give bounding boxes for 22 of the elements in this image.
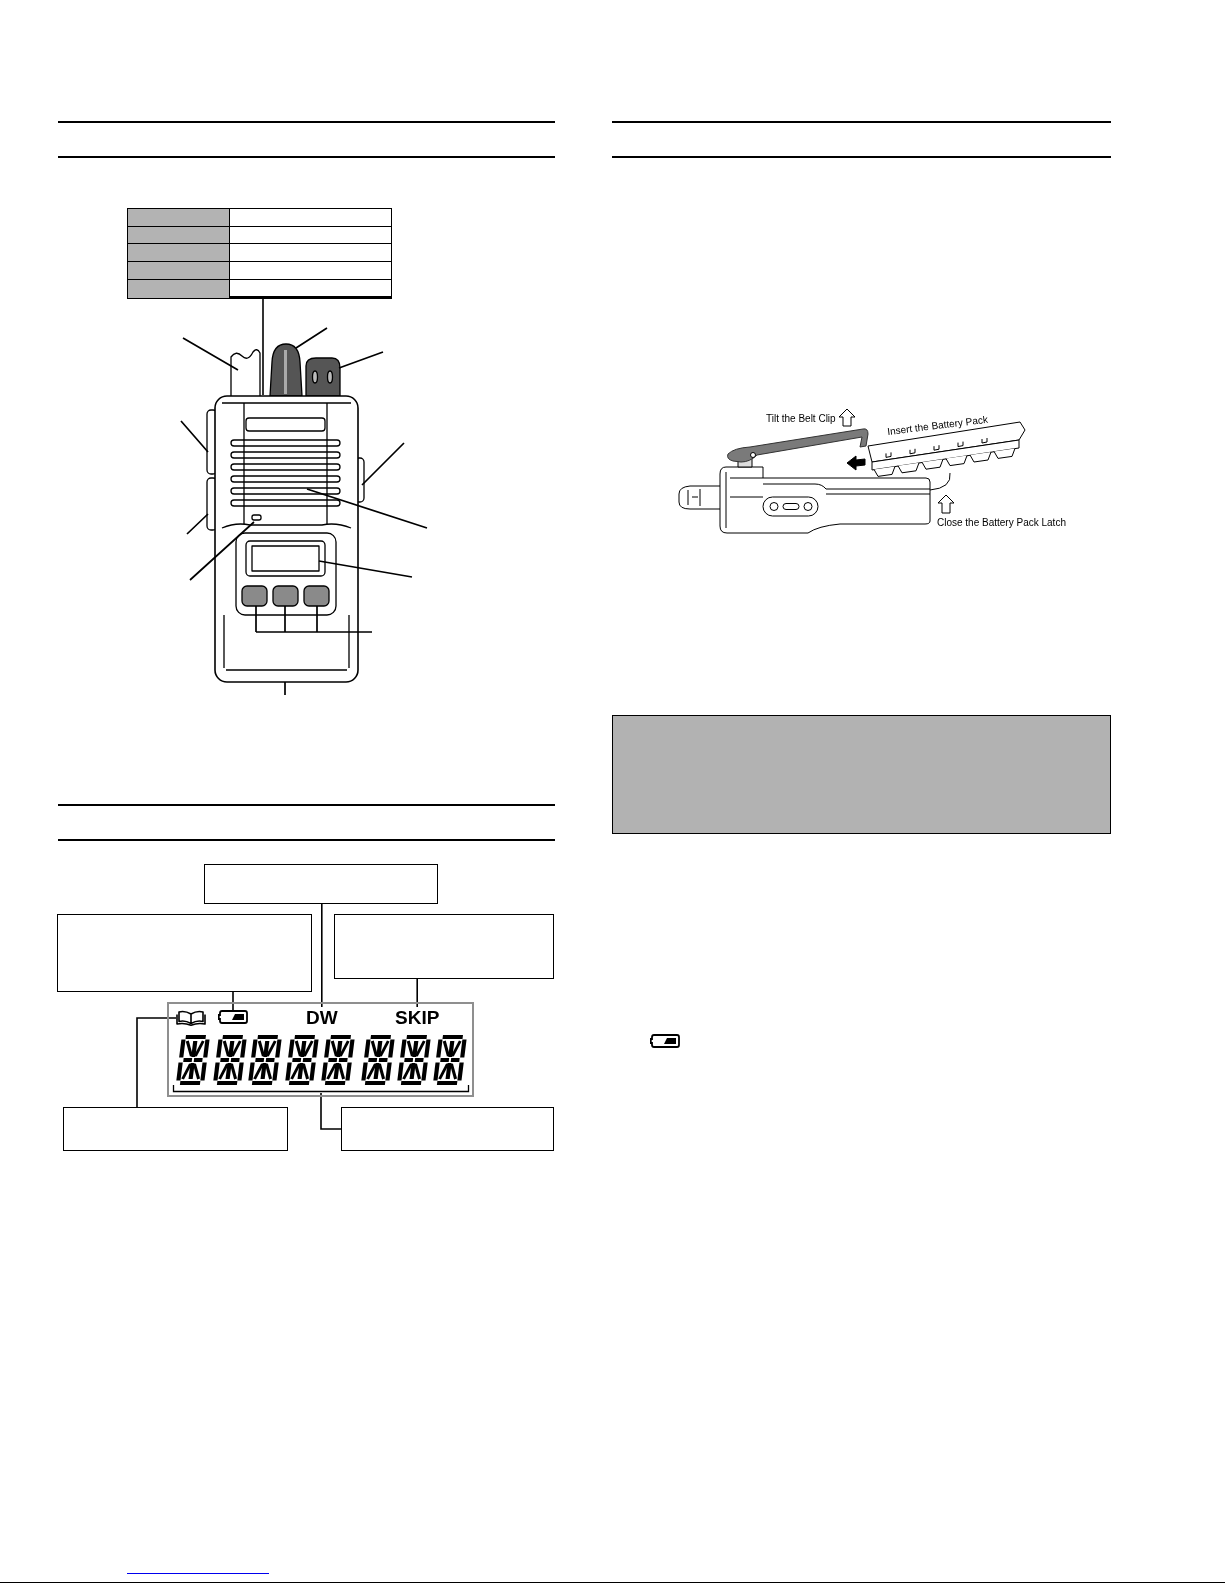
segment-digits (172, 1033, 470, 1093)
leader-line (262, 298, 264, 396)
instruction-label: Insert the Battery Pack (886, 413, 989, 437)
instruction-label: Close the Battery Pack Latch (937, 517, 1066, 528)
lcd-indicator-text: DW (306, 1007, 338, 1029)
battery-icon (218, 1010, 248, 1024)
book-icon (176, 1010, 206, 1026)
note-box (612, 715, 1111, 834)
leader-line (321, 903, 323, 1008)
callout-box (63, 1107, 288, 1151)
leader-line (232, 991, 234, 1011)
callout-box (341, 1107, 554, 1151)
callout-box (334, 914, 554, 979)
instruction-label: Tilt the Belt Clip (766, 413, 836, 424)
callout-box (204, 864, 438, 904)
table (127, 208, 392, 299)
callout-box (57, 914, 312, 992)
leader-line (320, 1092, 342, 1130)
leader-line (136, 1017, 177, 1108)
lcd-indicator-text: SKIP (395, 1007, 440, 1029)
leader-line (416, 978, 418, 1008)
lcd-panel (167, 1002, 474, 1097)
